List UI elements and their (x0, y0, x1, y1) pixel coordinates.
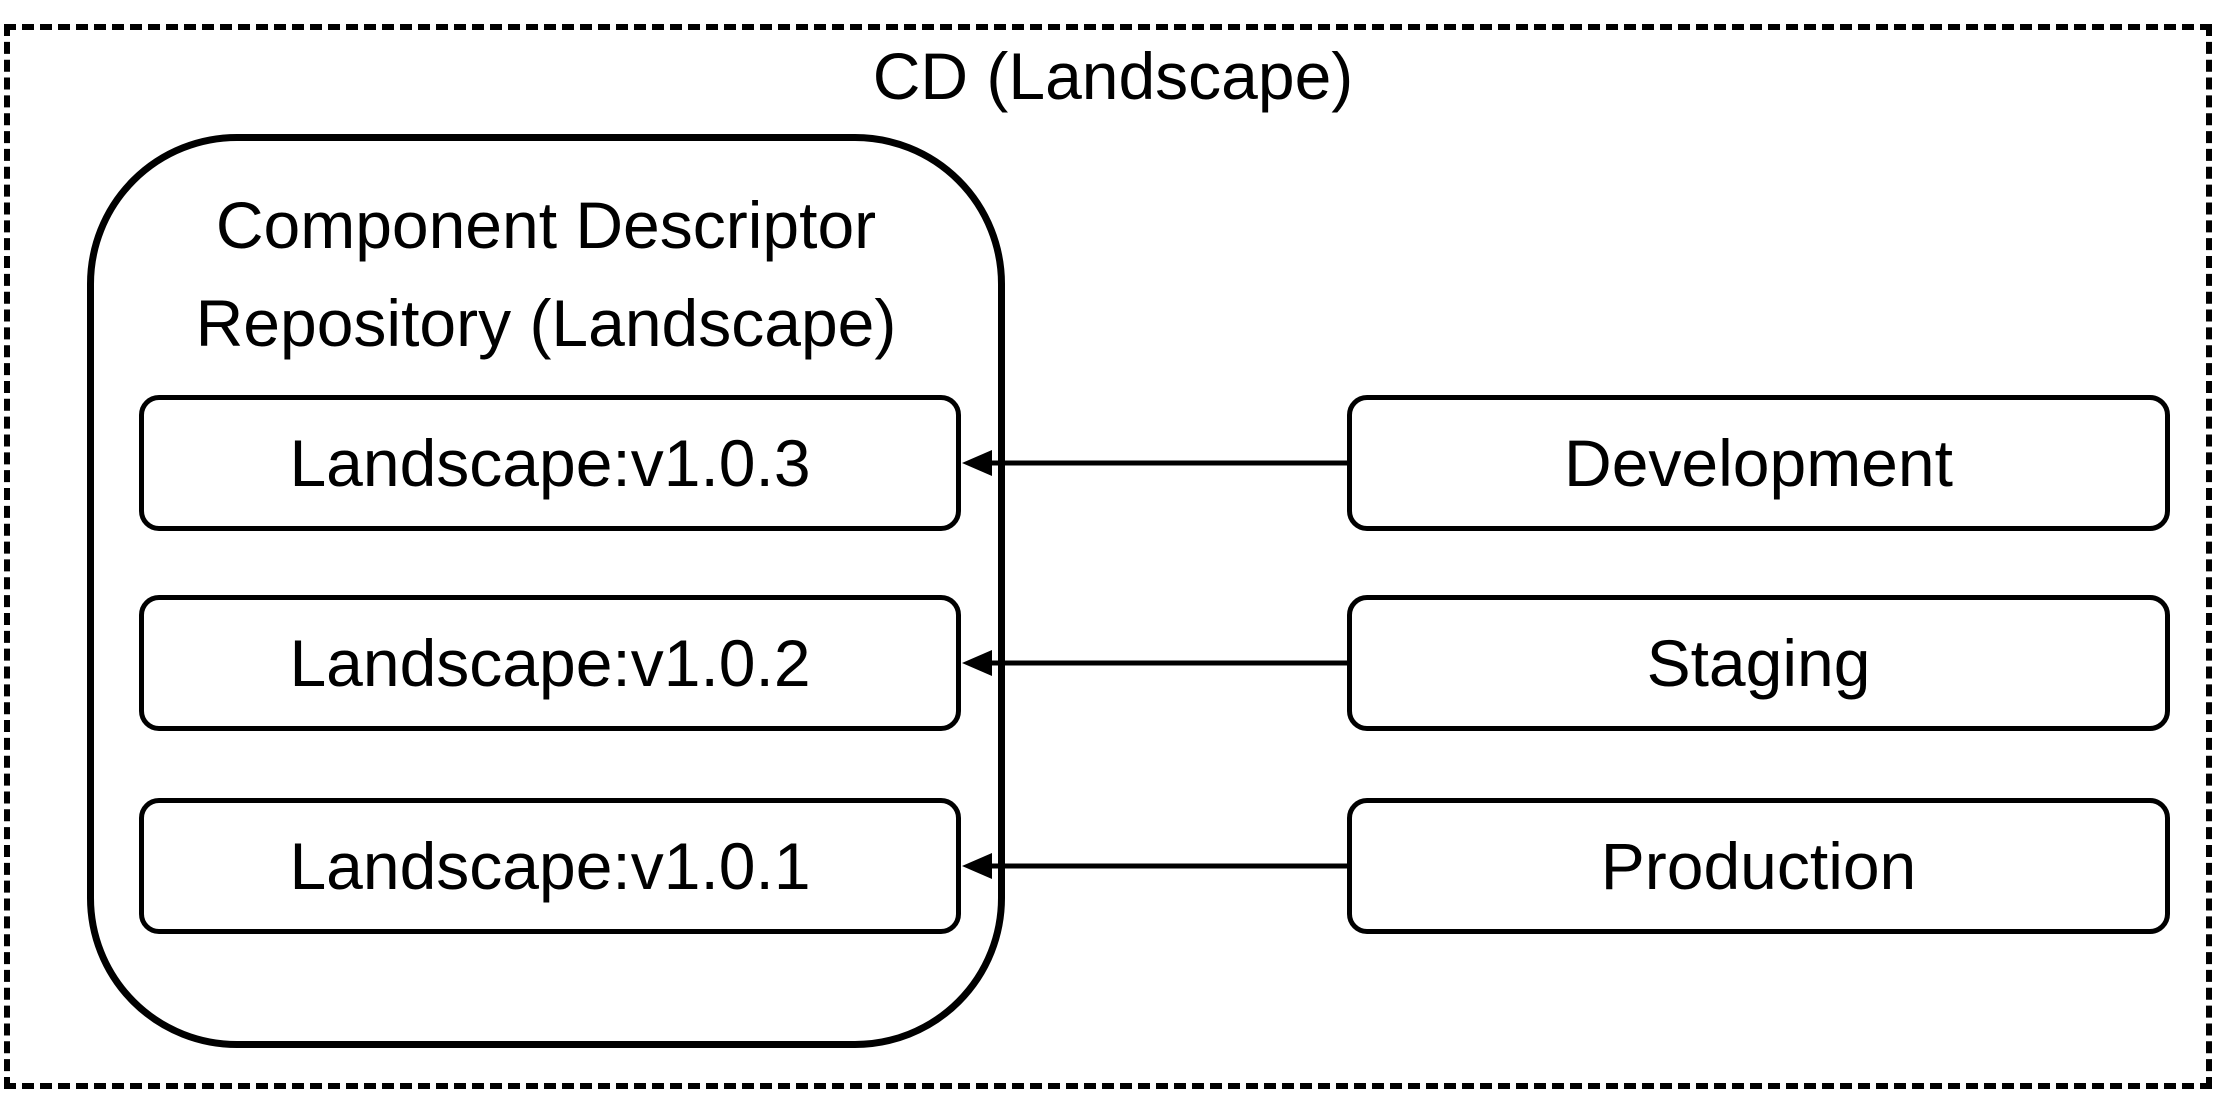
version-box-v1-0-1: Landscape:v1.0.1 (139, 798, 961, 934)
cd-landscape-title: CD (Landscape) (872, 39, 1354, 113)
component-descriptor-repository (87, 134, 1005, 1048)
environment-box-production: Production (1347, 798, 2170, 934)
version-box-v1-0-3: Landscape:v1.0.3 (139, 395, 961, 531)
environment-box-development: Development (1347, 395, 2170, 531)
repository-title-line-1: Component Descriptor (215, 188, 877, 262)
repository-title-line-2: Repository (Landscape) (195, 286, 897, 360)
version-box-v1-0-2: Landscape:v1.0.2 (139, 595, 961, 731)
environment-box-staging: Staging (1347, 595, 2170, 731)
cd-landscape-container (4, 24, 2212, 1089)
repository-title: Component Descriptor Repository (Landsca… (87, 176, 1005, 372)
